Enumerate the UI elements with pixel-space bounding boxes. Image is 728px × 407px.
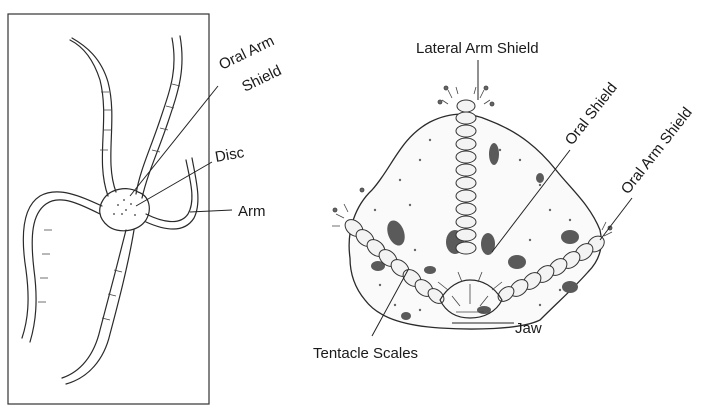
label-oral-shield: Oral Shield xyxy=(562,80,621,149)
label-lateral-arm-shield: Lateral Arm Shield xyxy=(416,40,539,57)
label-arm: Arm xyxy=(238,203,266,220)
label-oral-arm-shield-right: Oral Arm Shield xyxy=(618,104,696,197)
oral-surface-figure: Lateral Arm Shield Oral Shield Oral Arm … xyxy=(313,40,696,362)
figure-frame xyxy=(8,14,209,404)
label-oral-arm-shield-left-line2: Shield xyxy=(239,62,284,96)
leader-oral-arm-shield-right xyxy=(600,198,632,240)
label-tentacle-scales: Tentacle Scales xyxy=(313,345,418,362)
label-disc: Disc xyxy=(214,144,246,166)
brittle-star-figure: Oral Arm Shield Disc Arm xyxy=(8,14,284,404)
label-jaw: Jaw xyxy=(515,320,542,337)
arm-right-spines xyxy=(602,222,612,236)
